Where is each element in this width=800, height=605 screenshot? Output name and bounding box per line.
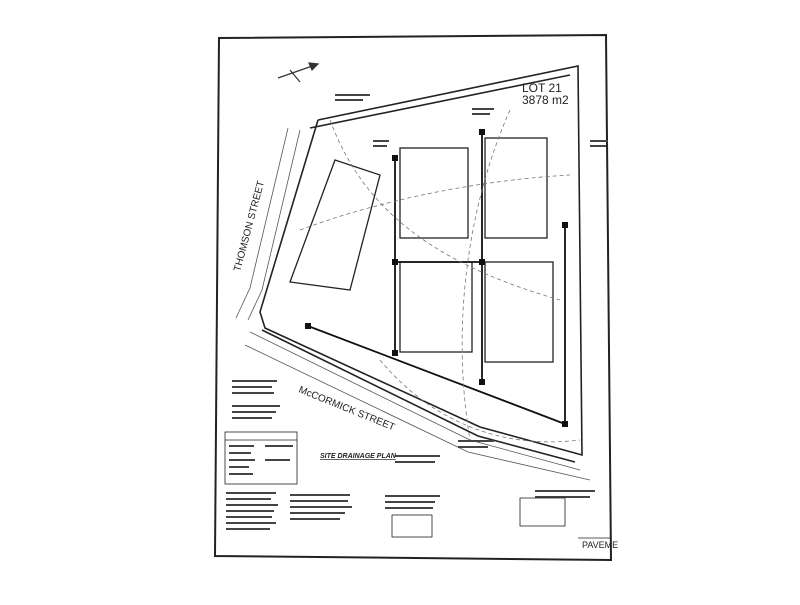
- site-drainage-plan-title: SITE DRAINAGE PLAN: [320, 453, 397, 460]
- notes-blocks: [226, 492, 566, 538]
- legend-table: [224, 431, 298, 485]
- pavement-corner-label: PAVEME: [582, 540, 618, 550]
- mccormick-street-label: McCORMICK STREET: [297, 385, 396, 434]
- lot-area-label: 3878 m2: [522, 93, 569, 107]
- lot-number-label: LOT 21: [522, 81, 562, 95]
- buildings: [289, 137, 554, 363]
- north-arrow-icon: [277, 62, 320, 83]
- road-verge-lines: [235, 127, 591, 481]
- thomson-street-label: THOMSON STREET: [232, 180, 267, 273]
- contour-lines: [299, 109, 581, 443]
- drainage-pits: [305, 129, 568, 427]
- annotation-blocks: [232, 94, 608, 498]
- drainage-pipes: [307, 132, 566, 425]
- sheet-border: [213, 33, 613, 562]
- lot-boundary: [259, 65, 583, 463]
